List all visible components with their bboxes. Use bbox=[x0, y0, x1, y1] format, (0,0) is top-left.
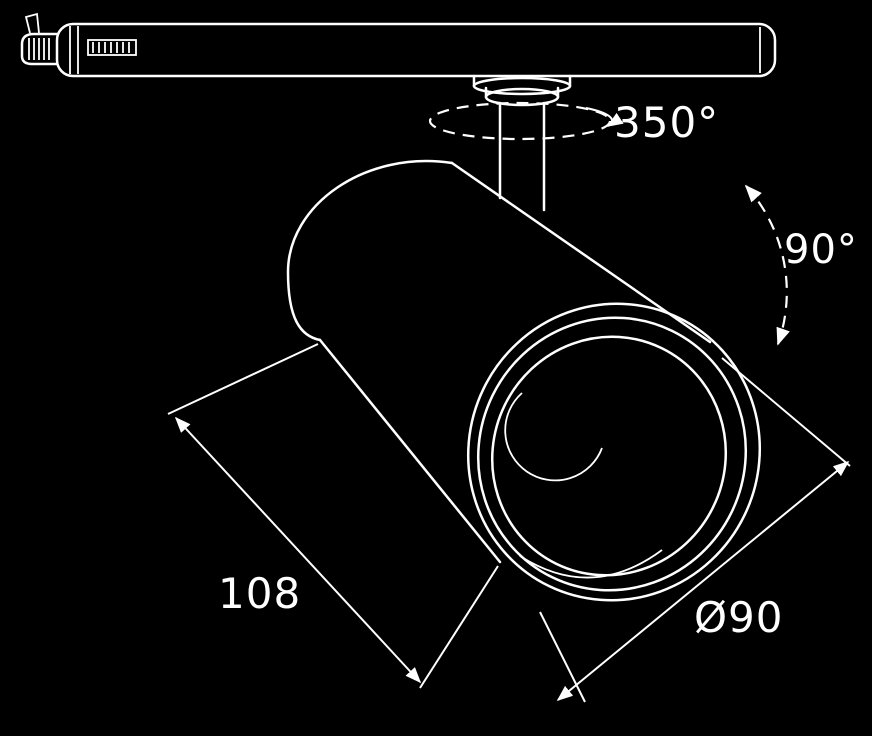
body-back-cap bbox=[286, 159, 454, 342]
length-dimension bbox=[167, 343, 499, 689]
spotlight-body bbox=[286, 159, 762, 602]
diameter-extension-line-b bbox=[539, 611, 586, 703]
connector-clip bbox=[24, 12, 40, 34]
rotation-indicator bbox=[428, 101, 624, 141]
stem bbox=[498, 101, 546, 212]
body-length-label: 108 bbox=[218, 569, 301, 618]
track-rail-outline bbox=[55, 22, 777, 78]
face-diameter-label: Ø90 bbox=[694, 593, 784, 642]
body-bottom-edge bbox=[318, 338, 502, 564]
track-contact-ticks bbox=[92, 42, 130, 53]
rotation-dashed-ellipse bbox=[428, 101, 612, 141]
length-extension-line-a bbox=[167, 343, 319, 415]
length-dimension-line bbox=[174, 416, 422, 684]
lamp-arc bbox=[504, 392, 603, 482]
lens-rings bbox=[466, 302, 762, 602]
tilt-dashed-arc bbox=[744, 184, 790, 346]
tilt-angle-label: 90° bbox=[784, 227, 858, 273]
tilt-indicator bbox=[744, 184, 790, 346]
length-extension-line-b bbox=[419, 565, 499, 689]
rotation-angle-label: 350° bbox=[614, 98, 719, 147]
front-rim-inner bbox=[476, 316, 748, 592]
diameter-dimension-line bbox=[556, 460, 850, 702]
rotation-arrow bbox=[585, 107, 624, 127]
connector-outline bbox=[20, 32, 59, 66]
track-contact-strip bbox=[87, 39, 137, 56]
mount-flange-disc bbox=[472, 76, 572, 96]
connector-hatching bbox=[28, 38, 50, 60]
diameter-extension-line-a bbox=[721, 357, 851, 467]
mount-adapter bbox=[472, 74, 572, 107]
power-feed-connector bbox=[20, 12, 59, 66]
diameter-dimension bbox=[539, 357, 851, 703]
track-rail bbox=[55, 22, 777, 78]
mount-hub-disc bbox=[484, 87, 560, 107]
